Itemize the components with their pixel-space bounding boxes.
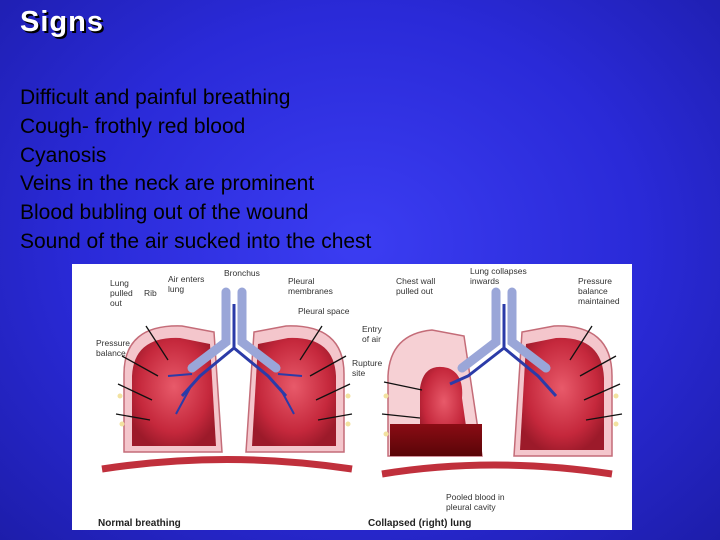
label-pleural-membranes: Pleural membranes [288,276,333,296]
sign-item: Veins in the neck are prominent [20,172,315,196]
lung-illustration [101,287,623,478]
label-pressure-balance: Pressure balance [96,338,131,358]
label-rib: Rib [144,288,157,298]
caption-collapsed-lung: Collapsed (right) lung [368,518,472,529]
label-chest-wall-pulled-out: Chest wall pulled out [396,276,436,296]
signs-list: Difficult and painful breathing Cough- f… [20,84,371,257]
slide-title: Signs [20,6,104,38]
label-entry-of-air: Entry of air [362,324,382,344]
caption-normal-breathing: Normal breathing [98,518,181,529]
sign-item: Sound of the air sucked into the chest [20,229,372,253]
label-rupture-site: Rupture site [352,358,383,378]
label-pressure-balance-maintained: Pressure balance maintained [578,276,620,306]
label-bronchus: Bronchus [224,268,260,278]
sign-item: Cough- frothly red blood [20,114,246,138]
label-lung-pulled-out: Lung pulled out [110,278,133,308]
label-pooled-blood: Pooled blood in pleural cavity [446,492,505,512]
lung-diagram: Lung pulled out Rib Air enters lung Bron… [72,264,632,530]
sign-item: Difficult and painful breathing [20,86,291,109]
sign-item: Blood bubling out of the wound [20,201,309,225]
label-pleural-space: Pleural space [298,306,350,316]
sign-item: Cyanosis [20,143,107,167]
label-air-enters-lung: Air enters lung [168,274,205,294]
label-lung-collapses-inwards: Lung collapses inwards [470,266,527,286]
